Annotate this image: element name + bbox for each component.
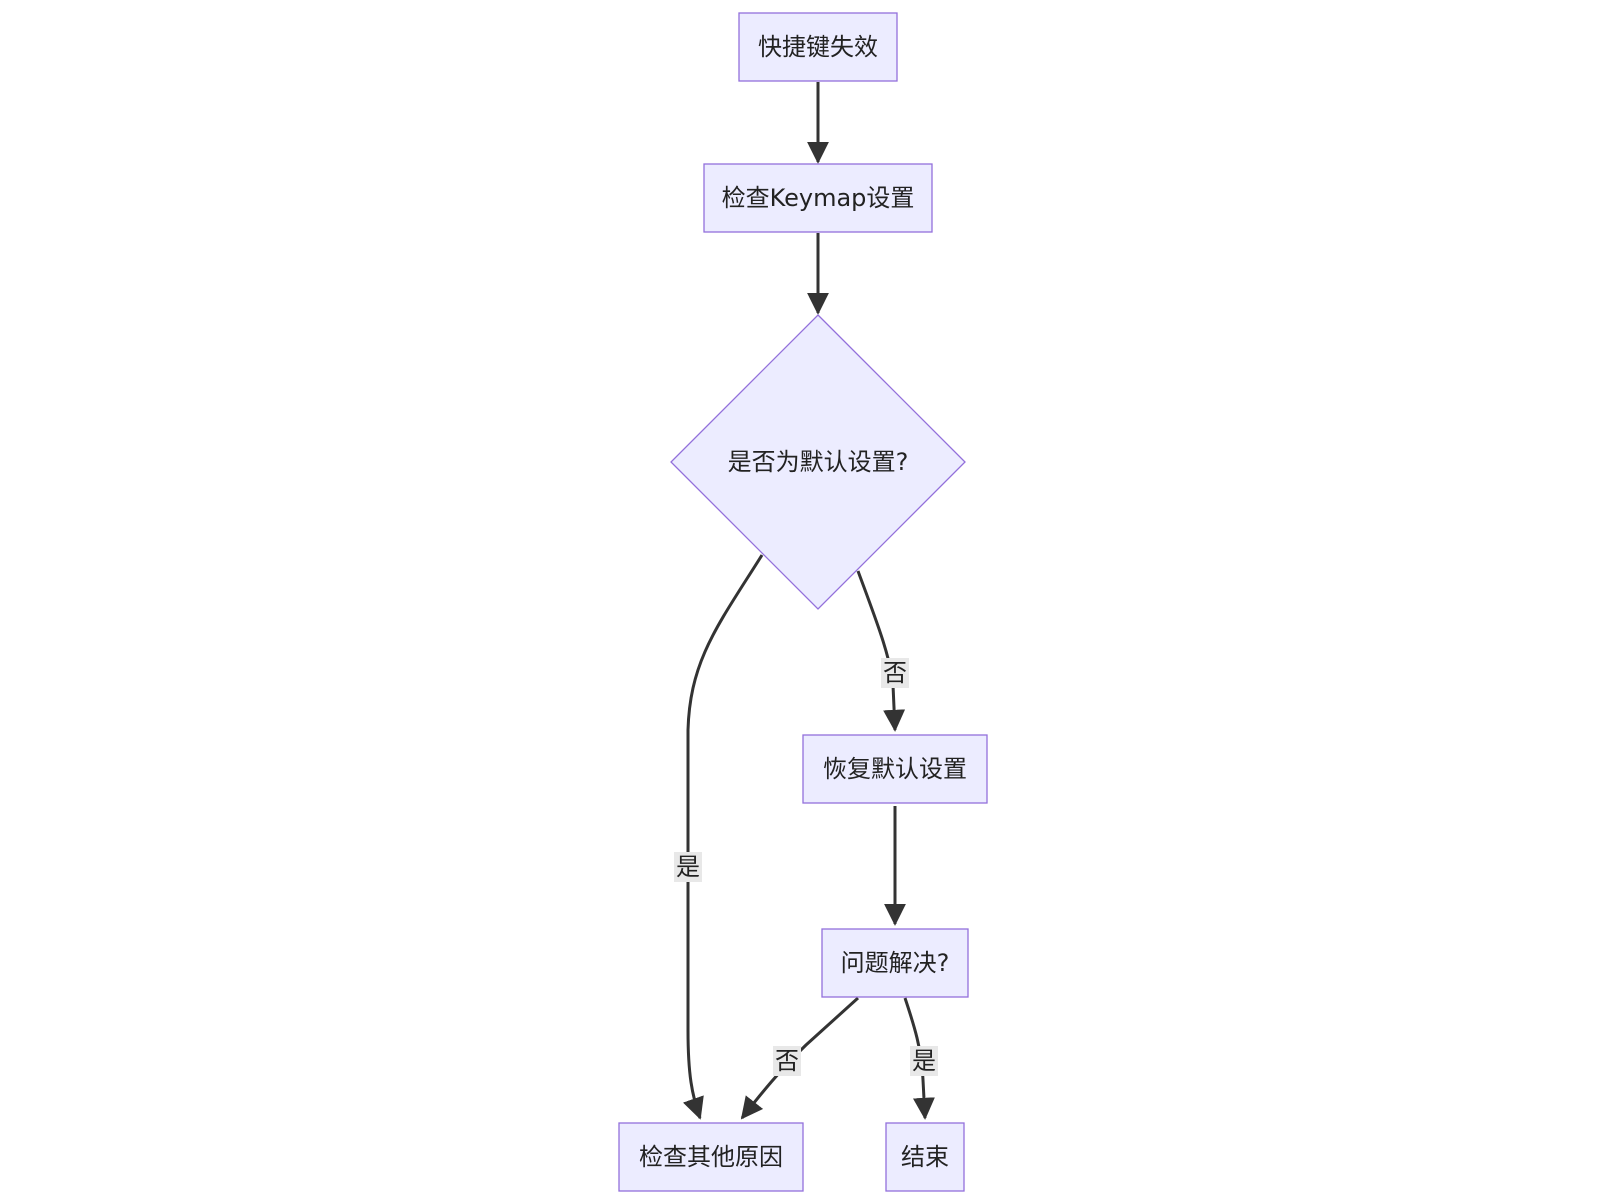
svg-text:问题解决?: 问题解决? [841, 949, 950, 977]
edge-is-default-no [856, 570, 906, 732]
edge-label-resolved-no: 否 [773, 1046, 801, 1076]
svg-text:恢复默认设置: 恢复默认设置 [823, 755, 967, 783]
edge-is-default-yes [682, 554, 764, 1120]
node-check-other: 检查其他原因 [618, 1122, 804, 1192]
node-is-default-decision: 是否为默认设置? [670, 314, 966, 610]
node-resolved: 问题解决? [821, 928, 969, 998]
edge-resolved-yes [903, 997, 935, 1120]
svg-text:是: 是 [676, 853, 700, 881]
node-start: 快捷键失效 [738, 12, 898, 82]
edge-label-is-default-yes: 是 [674, 852, 702, 882]
node-end: 结束 [885, 1122, 965, 1192]
svg-text:是否为默认设置?: 是否为默认设置? [728, 448, 909, 476]
node-restore-default: 恢复默认设置 [802, 734, 988, 804]
edge-resolved-no [740, 996, 860, 1120]
edge-label-resolved-yes: 是 [910, 1046, 938, 1076]
svg-text:快捷键失效: 快捷键失效 [758, 33, 878, 61]
svg-text:是: 是 [912, 1047, 936, 1075]
svg-text:否: 否 [883, 659, 907, 687]
node-check-keymap: 检查Keymap设置 [703, 163, 933, 233]
svg-text:检查其他原因: 检查其他原因 [639, 1143, 783, 1171]
svg-text:检查Keymap设置: 检查Keymap设置 [722, 184, 915, 212]
svg-text:否: 否 [775, 1047, 799, 1075]
svg-text:结束: 结束 [901, 1143, 949, 1171]
edge-label-is-default-no: 否 [881, 658, 909, 688]
